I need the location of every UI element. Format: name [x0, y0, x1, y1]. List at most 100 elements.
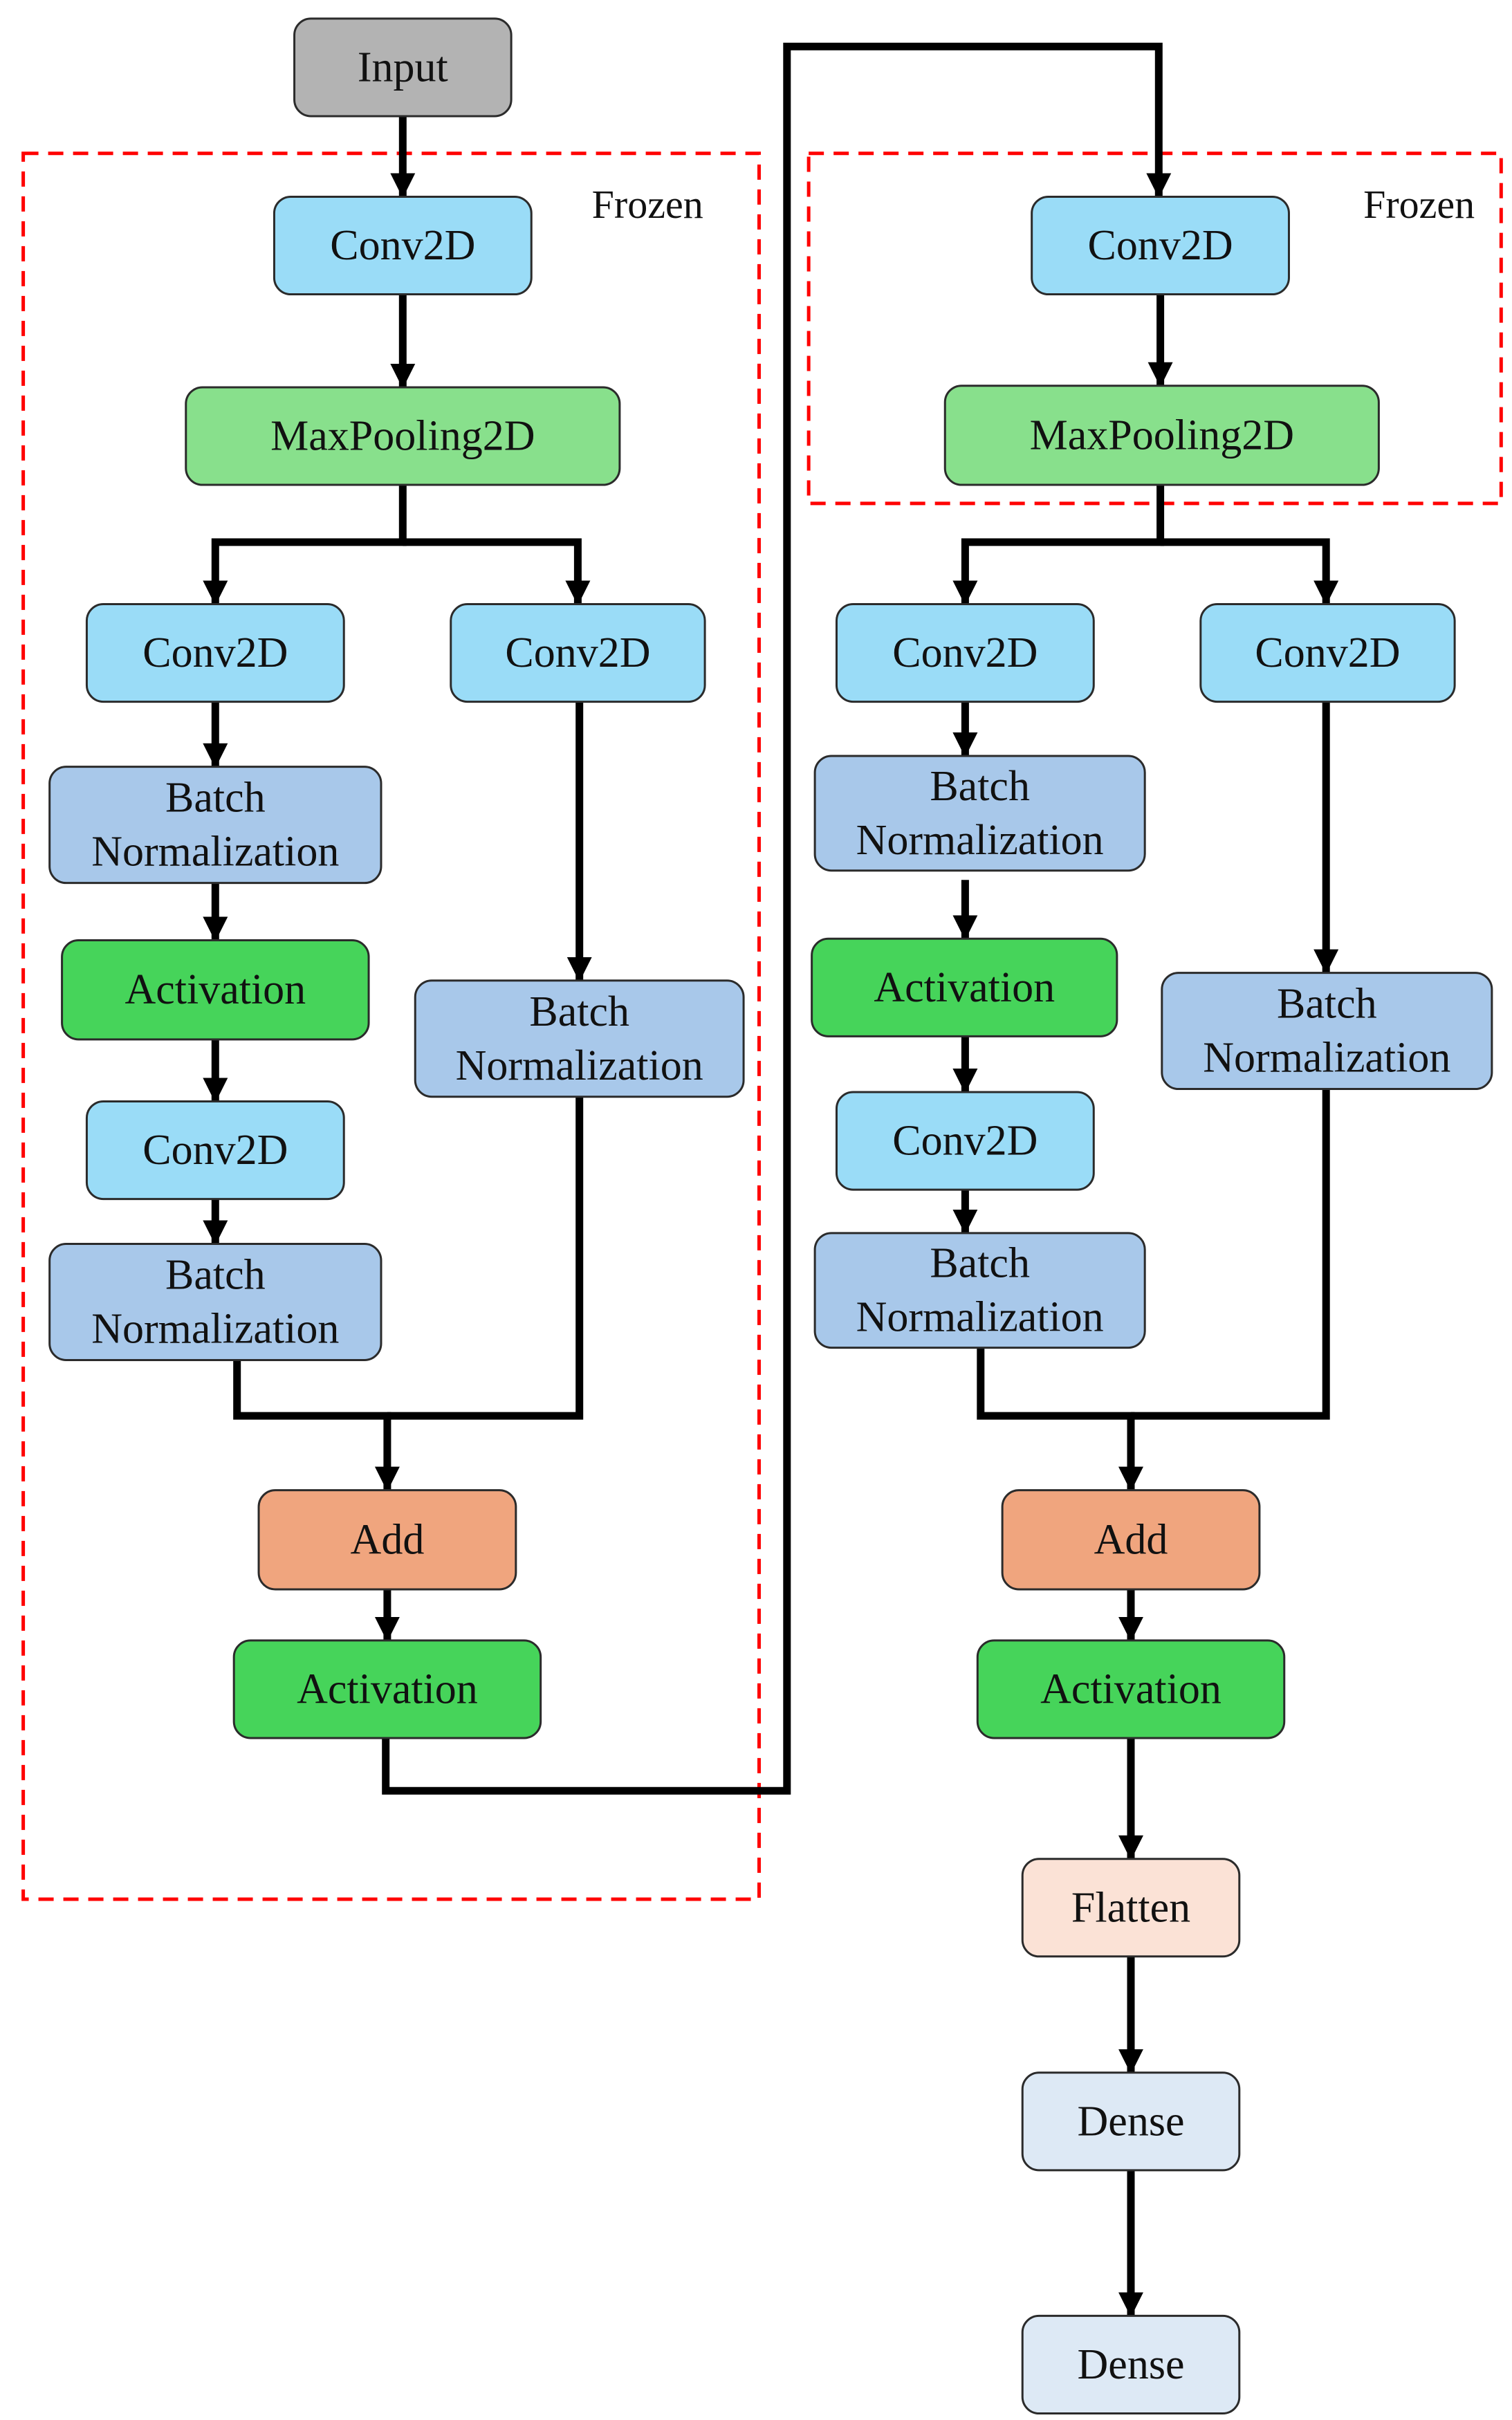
node-label-line: Normalization: [856, 817, 1104, 864]
node-label-line: Normalization: [91, 1306, 339, 1353]
node-label: Conv2D: [1088, 222, 1233, 269]
node-a-add: Add: [257, 1489, 517, 1591]
frozen-label: Frozen: [1363, 182, 1475, 227]
node-label: Conv2D: [892, 1118, 1038, 1165]
node-label-line: Batch: [165, 775, 266, 822]
node-dense-2: Dense: [1021, 2314, 1241, 2415]
node-b-add: Add: [1001, 1489, 1261, 1591]
node-b-conv-r: Conv2D: [1199, 603, 1456, 703]
node-box: [48, 766, 382, 885]
node-label: MaxPooling2D: [1030, 412, 1294, 459]
node-b-pool: MaxPooling2D: [943, 385, 1380, 486]
node-box: [273, 195, 533, 296]
node-box: [813, 1232, 1146, 1349]
node-label: Add: [351, 1516, 425, 1563]
node-box: [835, 1091, 1095, 1191]
edge-a_pool-to-a_conv_l1: [203, 485, 407, 606]
node-label: MaxPooling2D: [270, 412, 535, 459]
node-label-line: Batch: [1277, 981, 1377, 1028]
edge-b_pool-to-b_conv_r: [1160, 538, 1339, 606]
node-label: Activation: [297, 1665, 478, 1712]
node-a-pool: MaxPooling2D: [185, 386, 621, 486]
node-a-act-l1: Activation: [61, 939, 370, 1041]
node-label: Conv2D: [330, 222, 475, 269]
node-dense-1: Dense: [1021, 2071, 1241, 2172]
node-box: [1161, 972, 1493, 1091]
node-b-conv-l2: Conv2D: [835, 1091, 1095, 1191]
node-b-conv: Conv2D: [1031, 195, 1290, 296]
node-label: Dense: [1078, 2098, 1185, 2145]
node-label: Conv2D: [892, 629, 1038, 676]
node-box: [48, 1243, 382, 1362]
node-label: Input: [358, 44, 448, 91]
node-label: Conv2D: [142, 629, 288, 676]
node-flatten: Flatten: [1021, 1858, 1241, 1958]
node-a-act-out: Activation: [232, 1639, 542, 1739]
node-box: [1001, 1489, 1261, 1591]
frozen-region-2: Frozen: [806, 151, 1503, 506]
node-box: [450, 603, 706, 703]
node-label-line: Normalization: [1203, 1035, 1450, 1082]
node-label-line: Batch: [930, 1240, 1030, 1287]
node-box: [85, 603, 345, 703]
node-box: [813, 755, 1146, 872]
node-b-act-out: Activation: [976, 1639, 1286, 1739]
node-label: Dense: [1078, 2341, 1185, 2388]
node-input: Input: [293, 17, 513, 118]
node-b-act-l1: Activation: [811, 937, 1118, 1037]
node-box: [61, 939, 370, 1041]
node-label-line: Batch: [930, 763, 1030, 810]
node-label: Flatten: [1071, 1884, 1190, 1931]
node-box: [1199, 603, 1456, 703]
node-box: [1021, 2314, 1241, 2415]
node-label: Conv2D: [1255, 629, 1400, 676]
node-label: Activation: [874, 964, 1055, 1011]
node-label: Add: [1094, 1516, 1168, 1563]
node-box: [257, 1489, 517, 1591]
node-a-conv-r: Conv2D: [450, 603, 706, 703]
node-label: Activation: [1040, 1665, 1221, 1712]
edge-a_pool-to-a_conv_r: [403, 538, 591, 606]
node-box: [976, 1639, 1286, 1739]
edge-b_bn_r-to-b_add: [1131, 1089, 1330, 1420]
edge-a_act_out-to-b_conv: [382, 42, 1172, 1795]
node-box: [1031, 195, 1290, 296]
node-label-line: Batch: [165, 1252, 266, 1299]
node-label-line: Normalization: [856, 1294, 1104, 1341]
node-box: [1021, 1858, 1241, 1958]
node-label: Conv2D: [142, 1127, 288, 1174]
frozen-region-1: Frozen: [21, 151, 761, 1901]
node-box: [85, 1100, 345, 1201]
frozen-label: Frozen: [592, 182, 703, 227]
node-box: [811, 937, 1118, 1037]
node-label-line: Batch: [529, 988, 629, 1035]
edge-b_pool-to-b_conv_l1: [952, 485, 1165, 606]
edge-a_bn_l2-to-a_add: [233, 1360, 400, 1492]
node-box: [835, 603, 1095, 703]
node-label: Activation: [125, 966, 306, 1013]
edge-a_bn_r-to-a_add: [387, 1096, 584, 1420]
node-a-conv: Conv2D: [273, 195, 533, 296]
node-box: [1021, 2071, 1241, 2172]
node-label: Conv2D: [505, 629, 650, 676]
frozen-region-border: [21, 151, 761, 1901]
node-box: [293, 17, 513, 118]
node-label-line: Normalization: [91, 829, 339, 876]
node-a-conv-l2: Conv2D: [85, 1100, 345, 1201]
node-box: [414, 979, 745, 1098]
node-box: [943, 385, 1380, 486]
node-box: [232, 1639, 542, 1739]
node-b-conv-l1: Conv2D: [835, 603, 1095, 703]
node-label-line: Normalization: [456, 1042, 703, 1089]
node-box: [185, 386, 621, 486]
